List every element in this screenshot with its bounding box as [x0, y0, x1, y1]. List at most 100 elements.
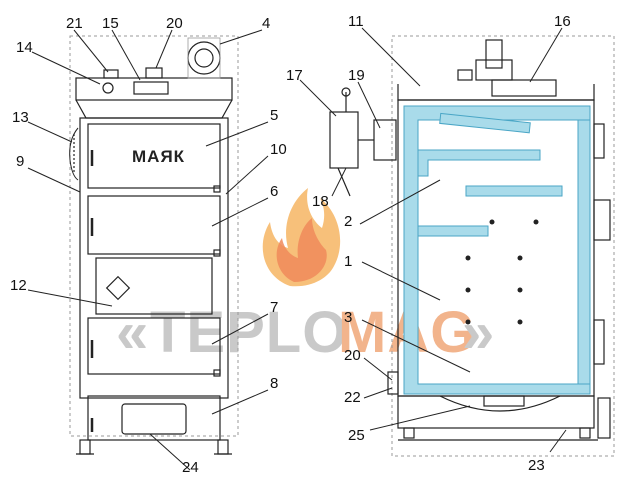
leader-8 — [211, 389, 269, 415]
ash-pan-25 — [439, 395, 561, 412]
leader-7 — [211, 313, 269, 345]
watermark-left-quote: « — [116, 300, 149, 365]
regulator-17 — [329, 111, 359, 169]
leader-17 — [299, 79, 337, 117]
fitting-20 — [387, 371, 399, 395]
dot — [533, 219, 539, 225]
front-leaders — [27, 29, 269, 471]
leader-19 — [357, 81, 381, 129]
fan-housing — [187, 37, 221, 79]
side-leaders — [299, 27, 567, 453]
door-5 — [87, 123, 221, 189]
brand-label: МАЯК — [132, 147, 185, 166]
fan-4 — [187, 41, 221, 75]
leader-10 — [225, 155, 269, 195]
callout-25: 25 — [348, 427, 365, 444]
leader-21 — [73, 29, 109, 73]
leader-4 — [219, 29, 263, 45]
callout-10: 10 — [270, 141, 287, 158]
baffle-4 — [417, 225, 489, 237]
baffle-3 — [465, 185, 563, 197]
ash-door-8 — [87, 395, 221, 441]
top-fitting — [457, 69, 473, 81]
dot — [489, 219, 495, 225]
callout-9: 9 — [16, 153, 24, 170]
baffle-1 — [439, 112, 531, 134]
leader-9 — [27, 167, 81, 193]
callout-5: 5 — [270, 107, 278, 124]
hinge — [213, 249, 221, 257]
ash-window-24 — [121, 403, 187, 435]
valve-21 — [103, 69, 119, 79]
callout-22: 22 — [344, 389, 361, 406]
front-frame — [69, 35, 239, 437]
badge-icon — [105, 275, 131, 301]
leader-20b — [363, 357, 393, 381]
callout-17: 17 — [286, 67, 303, 84]
regulator-knob — [341, 87, 351, 97]
callout-20-side: 20 — [344, 347, 361, 364]
fan-inner — [194, 48, 214, 68]
callout-14: 14 — [16, 39, 33, 56]
callout-20: 20 — [166, 15, 183, 32]
regulator-19 — [373, 119, 397, 161]
callout-13: 13 — [12, 109, 29, 126]
leader-5 — [205, 121, 269, 147]
front-top-panel — [75, 77, 233, 101]
front-view — [69, 35, 239, 455]
drain — [597, 397, 611, 439]
control-unit — [133, 81, 169, 95]
callout-23: 23 — [528, 457, 545, 474]
leader-14 — [31, 51, 101, 85]
leader-11 — [361, 27, 421, 87]
callout-15: 15 — [102, 15, 119, 32]
callout-8: 8 — [270, 375, 278, 392]
callout-18: 18 — [312, 193, 329, 210]
side-grille-13 — [69, 127, 79, 181]
outlet-pipe — [593, 123, 605, 159]
side-leg — [403, 427, 415, 439]
door-plate-12 — [95, 257, 213, 315]
leader-13 — [27, 121, 73, 143]
dot — [517, 287, 523, 293]
callout-21: 21 — [66, 15, 83, 32]
dot — [465, 287, 471, 293]
callout-6: 6 — [270, 183, 278, 200]
side-frame — [391, 35, 615, 457]
callout-4: 4 — [262, 15, 270, 32]
callout-24: 24 — [182, 459, 199, 476]
leader-3 — [361, 319, 471, 373]
callout-3: 3 — [344, 309, 352, 326]
baffle-2 — [417, 149, 541, 177]
leader-24 — [149, 433, 191, 471]
leader-20 — [155, 29, 173, 69]
flame-logo — [262, 188, 341, 287]
callout-2: 2 — [344, 213, 352, 230]
callout-19: 19 — [348, 67, 365, 84]
side-view — [391, 35, 615, 457]
leg — [79, 439, 91, 455]
grate-dots — [465, 219, 539, 325]
leader-1 — [361, 261, 441, 301]
watermark: « TEPLO MAG » — [116, 188, 494, 365]
leader-22 — [363, 387, 393, 399]
callout-11: 11 — [348, 13, 364, 30]
grate — [483, 395, 525, 407]
jacket-rear — [577, 119, 591, 385]
regulator-chain-18 — [337, 167, 351, 197]
controller-16 — [491, 79, 557, 97]
door-7 — [87, 317, 221, 375]
dot — [465, 319, 471, 325]
rear-connections — [593, 123, 611, 439]
callout-1: 1 — [344, 253, 352, 270]
hinge — [213, 185, 221, 193]
front-body — [79, 117, 229, 399]
leader-18 — [331, 167, 347, 197]
chimney — [485, 39, 503, 69]
outlet-20 — [145, 67, 163, 79]
hinge — [213, 369, 221, 377]
base — [397, 395, 595, 429]
leader-16 — [529, 27, 563, 83]
